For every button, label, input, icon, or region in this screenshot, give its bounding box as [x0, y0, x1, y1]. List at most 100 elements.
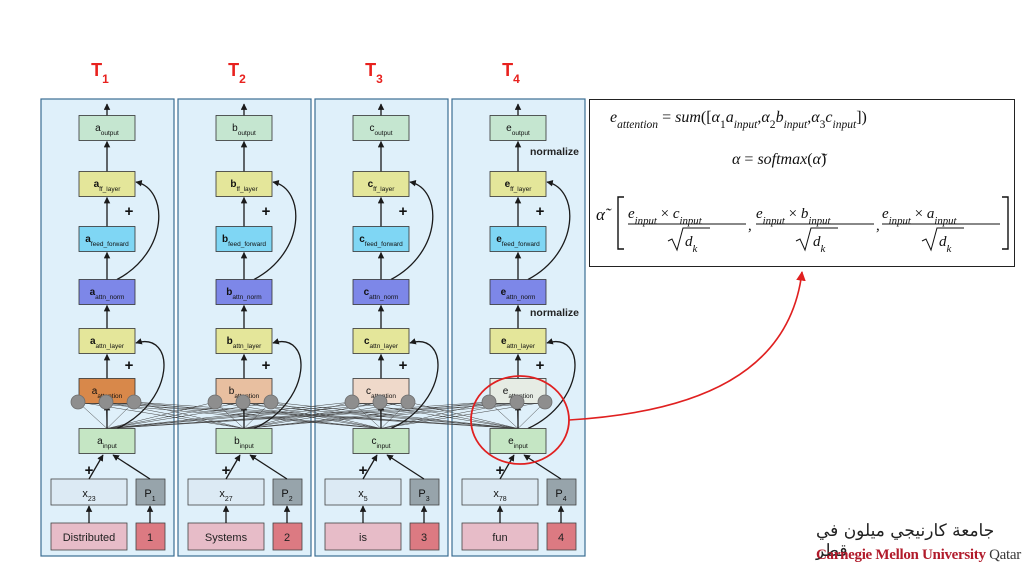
step3-position-label: P3 — [418, 488, 429, 503]
step4-residual-ff — [527, 180, 571, 281]
formula-fraction-3-numerator-part: a — [927, 206, 935, 222]
step2-token-box — [187, 478, 265, 506]
step3-output-label: coutput — [369, 123, 392, 137]
step4-attention-node — [537, 394, 553, 410]
formula-line-attention-part: ([ — [701, 109, 712, 126]
formula-line-attention-part: , — [807, 109, 811, 126]
step1-plus-input: + — [85, 462, 94, 479]
step2-attn-layer-label-sub: attn_layer — [233, 343, 262, 350]
step2-output-label: boutput — [232, 123, 256, 137]
step3-plus-attn: + — [399, 357, 408, 374]
step1-input-box — [78, 428, 136, 454]
step2-attention-node — [235, 394, 251, 410]
step2-plus-input-base: + — [222, 462, 231, 479]
step4-attn-layer-label-base: e — [501, 336, 507, 347]
step4-input-label: einput — [508, 436, 528, 450]
step1-plus-attn: + — [125, 357, 134, 374]
step2-ff-layer-box — [215, 171, 273, 197]
step3-token-label-sub: 5 — [364, 496, 368, 503]
step1-ff-layer-label-sub: ff_layer — [99, 186, 121, 193]
formula-line-attention-part: α — [811, 109, 820, 126]
step4-feed-forward-label-sub: feed_forward — [502, 241, 540, 248]
step1-output-label-base: a — [95, 123, 101, 134]
step4-ff-layer-box — [489, 171, 547, 197]
step1-attn-layer-label-sub: attn_layer — [96, 343, 125, 350]
formula-line-attention-part: 2 — [770, 119, 776, 131]
step2-token-label-sub: 27 — [225, 496, 233, 503]
step1-attn-norm-label: aattn_norm — [90, 287, 125, 301]
step4-plus-attn-base: + — [536, 357, 545, 374]
step3-ff-layer-label-base: c — [368, 179, 374, 190]
step1-plus-ff-base: + — [125, 203, 134, 220]
step4-attention-node — [481, 394, 497, 410]
formula-comma-2: , — [876, 218, 880, 234]
formula-line-attention-part: input — [784, 119, 808, 131]
step1-attn-layer-label-base: a — [90, 336, 96, 347]
step1-ff-layer-label: aff_layer — [94, 179, 122, 193]
step1-token-box — [50, 478, 128, 506]
formula-fraction-3-denominator-part: d — [939, 234, 947, 250]
formula-fraction-3-denominator-part: k — [947, 243, 952, 255]
step1-feed-forward-label-sub: feed_forward — [91, 241, 129, 248]
step2-attention-node — [207, 394, 223, 410]
step2-attn-norm-label: battn_norm — [226, 287, 261, 301]
formula-fraction-3-numerator-part: input — [934, 215, 957, 227]
formula-line-attention-part: c — [825, 109, 832, 126]
formula-right-bracket — [1002, 196, 1009, 250]
attention-formula-box: eattention = sum([α1ainput,α2binput,α3ci… — [589, 99, 1015, 267]
step4-token-label: x78 — [493, 488, 506, 503]
attention-link — [77, 401, 519, 429]
logo-arabic-text: جامعة كارنيجي ميلون في قطر — [816, 521, 995, 561]
step1-feed-forward-label: afeed_forward — [85, 234, 129, 248]
step2-feed-forward-box — [215, 226, 273, 252]
formula-fraction-2-numerator-part: × — [785, 206, 801, 222]
step3-position-label-sub: 3 — [426, 496, 430, 503]
step2-input-label-sub: input — [240, 443, 254, 450]
step1-input-label: ainput — [97, 436, 117, 450]
formula-fraction-1-denominator: dk — [685, 234, 698, 255]
attention-link — [270, 401, 519, 429]
step1-attention-node — [126, 394, 142, 410]
formula-fraction-2-denominator-part: d — [813, 234, 821, 250]
step4-plus-input-base: + — [496, 462, 505, 479]
step1-residual-ff — [116, 180, 160, 281]
step1-time-label: T1 — [91, 60, 109, 86]
step2-attn-layer-box — [215, 328, 273, 354]
step1-ff-layer-box — [78, 171, 136, 197]
highlight-arrow — [568, 271, 806, 421]
formula-fraction-2-numerator-part: input — [763, 215, 786, 227]
formula-line-attention-part: α — [761, 109, 770, 126]
step4-input-label-sub: input — [514, 443, 528, 450]
formula-line-attention-part: α — [712, 109, 721, 126]
formula-fraction-1-numerator-part: input — [635, 215, 658, 227]
step3-attn-layer-label-sub: attn_layer — [370, 343, 399, 350]
step2-ff-layer-label: bff_layer — [230, 179, 258, 193]
step4-position-box — [546, 478, 577, 506]
attention-formula: eattention = sum([α1ainput,α2binput,α3ci… — [596, 109, 1009, 255]
step1-time-label-base: T — [91, 60, 102, 80]
step4-input-box — [489, 428, 547, 454]
step1-attn-norm-label-base: a — [90, 287, 96, 298]
step1-feed-forward-label-base: a — [85, 234, 91, 245]
step2-token-label-base: x — [219, 488, 225, 500]
step4-token-label-base: x — [493, 488, 499, 500]
step4-attention-label-base: e — [503, 386, 509, 397]
formula-line-alpha-part: α — [732, 151, 741, 168]
step1-time-label-sub: 1 — [102, 72, 109, 86]
step3-time-label: T3 — [365, 60, 383, 86]
step1-residual-attn — [116, 338, 165, 430]
step3-feed-forward-label: cfeed_forward — [359, 234, 403, 248]
step3-word-label: is — [359, 532, 367, 544]
formula-fraction-1-numerator-part: × — [657, 206, 673, 222]
step3-attention-node — [344, 394, 360, 410]
formula-fraction-3-denominator: dk — [939, 234, 952, 255]
step2-attention-node — [263, 394, 279, 410]
formula-line-attention-part: sum — [675, 109, 701, 126]
step2-index-label: 2 — [284, 532, 290, 544]
step1-attention-label-base: a — [92, 386, 98, 397]
step1-word-label: Distributed — [63, 532, 116, 544]
step1-attention-node — [98, 394, 114, 410]
step3-input-label: cinput — [371, 436, 390, 450]
cmu-qatar-logo: جامعة كارنيجي ميلون في قطر Carnegie Mell… — [816, 521, 1021, 569]
step4-output-label: eoutput — [506, 123, 530, 137]
